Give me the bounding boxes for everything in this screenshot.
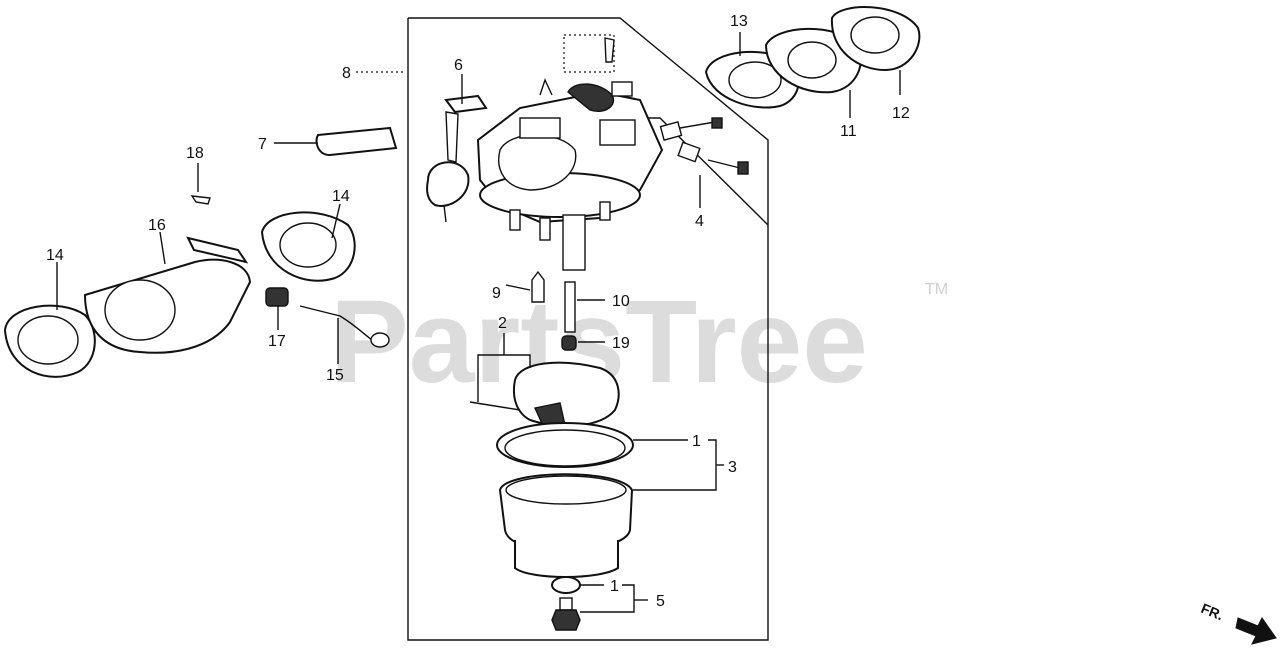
intake-gaskets-right bbox=[704, 6, 921, 109]
front-arrow-icon bbox=[1235, 617, 1277, 645]
small-parts-left bbox=[190, 195, 390, 348]
callout-13: 13 bbox=[730, 13, 748, 30]
callout-1-upper: 1 bbox=[692, 433, 701, 450]
float-needle-parts bbox=[531, 270, 577, 351]
callout-19: 19 bbox=[612, 335, 630, 352]
intake-gaskets-left bbox=[3, 211, 356, 378]
leader-lines bbox=[56, 32, 901, 613]
choke-lever-part-6 bbox=[426, 94, 488, 223]
callout-16: 16 bbox=[148, 217, 166, 234]
callout-8: 8 bbox=[342, 65, 351, 82]
callout-7: 7 bbox=[258, 136, 267, 153]
direction-label: FR. bbox=[1199, 600, 1226, 623]
watermark: PartsTree TM bbox=[330, 276, 948, 408]
callout-9: 9 bbox=[492, 285, 501, 302]
callout-3: 3 bbox=[728, 459, 737, 476]
callout-18: 18 bbox=[186, 145, 204, 162]
callout-4: 4 bbox=[695, 213, 704, 230]
callout-labels: 8 6 7 18 16 14 14 17 15 13 11 12 4 9 10 … bbox=[46, 13, 910, 610]
callout-14-middle: 14 bbox=[332, 188, 350, 205]
callout-5: 5 bbox=[656, 593, 665, 610]
trademark-mark: TM bbox=[925, 281, 948, 298]
callout-11: 11 bbox=[840, 123, 857, 140]
callout-10: 10 bbox=[612, 293, 630, 310]
front-direction-indicator: FR. bbox=[1199, 600, 1277, 645]
callout-14-left: 14 bbox=[46, 247, 64, 264]
callout-17: 17 bbox=[268, 333, 286, 350]
callout-2: 2 bbox=[498, 315, 507, 332]
throttle-rod-part-7 bbox=[315, 126, 398, 157]
float-bowl-part-3 bbox=[496, 422, 634, 578]
screws-part-4 bbox=[604, 37, 749, 175]
callout-6: 6 bbox=[454, 57, 463, 74]
drain-bolt-part-5 bbox=[551, 576, 581, 631]
carburetor-body bbox=[476, 78, 664, 271]
callout-12: 12 bbox=[892, 105, 910, 122]
callout-1-lower: 1 bbox=[610, 578, 619, 595]
callout-15: 15 bbox=[326, 367, 344, 384]
